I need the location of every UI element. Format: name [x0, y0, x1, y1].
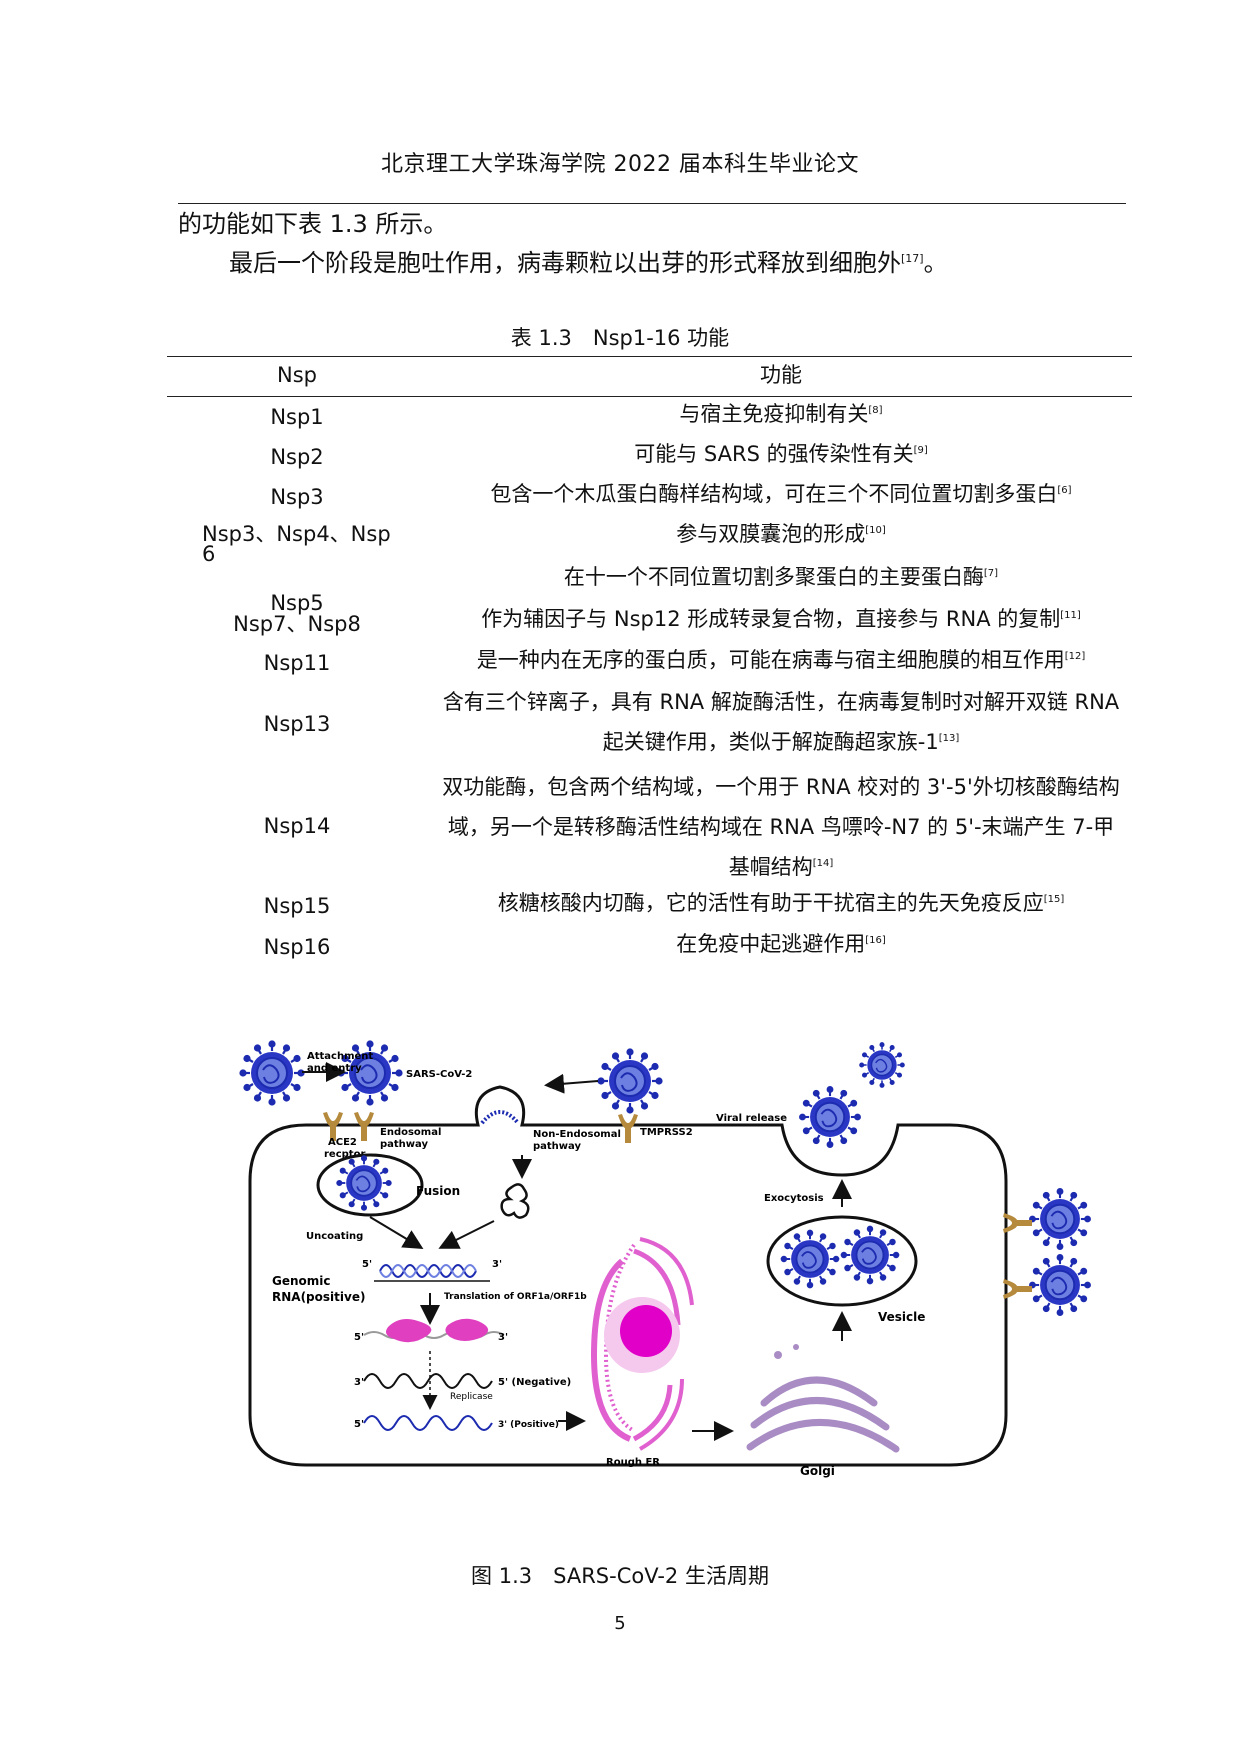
cell-membrane	[248, 1085, 1008, 1467]
label-3-prime: 3'	[498, 1332, 508, 1343]
label-endosomal: Endosomal	[380, 1127, 441, 1138]
table-row-nsp: Nsp7、Nsp8	[233, 612, 361, 636]
polyprotein-icon	[445, 1318, 489, 1341]
label-replicase: Replicase	[450, 1392, 493, 1402]
label-genomic-rna: Genomic	[272, 1274, 331, 1288]
figure-caption: 图 1.3 SARS-CoV-2 生活周期	[471, 1564, 769, 1588]
label-3-prime: 3'	[354, 1377, 364, 1388]
table-row-function: 在免疫中起逃避作用[16]	[676, 932, 886, 956]
virus-particle	[840, 1225, 900, 1285]
page-header: 北京理工大学珠海学院 2022 届本科生毕业论文	[381, 152, 859, 177]
golgi-icon	[746, 1344, 900, 1453]
virus-particle	[780, 1229, 840, 1289]
table-row-nsp: Nsp15	[263, 894, 331, 918]
label-golgi: Golgi	[800, 1464, 835, 1478]
citation: [17]	[901, 252, 924, 265]
tmprss2-receptor-icon	[618, 1114, 638, 1143]
rough-er-icon	[590, 1237, 694, 1451]
label-genomic-rna: RNA(positive)	[272, 1290, 365, 1304]
table-row-function: 作为辅因子与 Nsp12 形成转录复合物，直接参与 RNA 的复制[11]	[481, 607, 1081, 631]
table-row-nsp: Nsp3	[270, 485, 324, 509]
table-header-function: 功能	[760, 363, 802, 387]
label-negative: 5' (Negative)	[498, 1377, 571, 1388]
body-text-line: 的功能如下表 1.3 所示。	[178, 210, 448, 238]
label-uncoating: Uncoating	[306, 1231, 363, 1242]
table-row-nsp: Nsp14	[263, 814, 331, 838]
table-row-function: 是一种内在无序的蛋白质，可能在病毒与宿主细胞膜的相互作用[12]	[476, 648, 1086, 672]
table-header-nsp: Nsp	[277, 363, 317, 387]
label-attachment: and entry	[307, 1063, 362, 1074]
virus-particle	[799, 1086, 861, 1148]
label-3-prime: 3'	[492, 1259, 502, 1270]
label-exocytosis: Exocytosis	[764, 1193, 824, 1204]
table-row-nsp: Nsp13	[263, 712, 331, 736]
header-rule	[178, 203, 1126, 204]
label-viral-release: Viral release	[716, 1113, 787, 1124]
label-attachment: Attachment	[307, 1051, 373, 1062]
body-text-line: 最后一个阶段是胞吐作用，病毒颗粒以出芽的形式释放到细胞外[17]。	[229, 249, 948, 277]
label-translation: Translation of ORF1a/ORF1b	[444, 1292, 587, 1302]
label-ace2: recptor	[324, 1149, 365, 1160]
table-row-function: 参与双膜囊泡的形成[10]	[676, 522, 886, 546]
table-row-function: 可能与 SARS 的强传染性有关[9]	[634, 442, 928, 466]
viral-rna-icon	[500, 1183, 530, 1219]
table-row-function: 包含一个木瓜蛋白酶样结构域，可在三个不同位置切割多蛋白[6]	[490, 482, 1072, 506]
virus-particle	[597, 1048, 663, 1114]
table-row-function: 双功能酶，包含两个结构域，一个用于 RNA 校对的 3'-5'外切核酸酶结构域，…	[442, 775, 1120, 879]
label-endosomal: pathway	[380, 1139, 428, 1150]
virus-particle	[336, 1155, 392, 1211]
table-row-function: 在十一个不同位置切割多聚蛋白的主要蛋白酶[7]	[563, 565, 999, 589]
table-caption: 表 1.3 Nsp1-16 功能	[510, 326, 730, 350]
table-row-nsp: Nsp5	[270, 591, 324, 615]
label-tmprss2: TMPRSS2	[640, 1127, 693, 1138]
virus-particle	[1029, 1254, 1091, 1316]
polyprotein-icon	[386, 1319, 432, 1343]
virus-particle	[239, 1040, 305, 1106]
table-row-nsp: Nsp16	[263, 935, 331, 959]
label-non-endosomal: pathway	[533, 1141, 581, 1152]
table-row-function: 核糖核酸内切酶，它的活性有助于干扰宿主的先天免疫反应[15]	[497, 891, 1065, 915]
virus-particle	[1029, 1188, 1091, 1250]
label-non-endosomal: Non-Endosomal	[533, 1129, 621, 1140]
label-positive: 3' (Positive)	[498, 1420, 559, 1430]
label-5-prime: 5'	[354, 1332, 364, 1343]
table-header-rule	[167, 396, 1132, 397]
table-row-function: 与宿主免疫抑制有关[8]	[679, 402, 883, 426]
table-row-nsp: Nsp11	[263, 651, 331, 675]
label-5-prime: 5'	[362, 1259, 372, 1270]
table-row-nsp: Nsp2	[270, 445, 324, 469]
label-5-prime: 5'	[354, 1419, 364, 1430]
label-rough-er: Rough ER	[606, 1457, 660, 1468]
sars-cov-2-lifecycle-figure: Attachment and entry SARS-CoV-2 ACE2 rec…	[239, 1040, 1091, 1478]
table-top-rule	[167, 356, 1132, 357]
label-sars-cov-2: SARS-CoV-2	[406, 1069, 472, 1080]
page-number: 5	[614, 1613, 626, 1634]
label-ace2: ACE2	[328, 1137, 357, 1148]
table-row-nsp: Nsp1	[270, 405, 324, 429]
virus-particle	[859, 1042, 905, 1088]
label-vesicle: Vesicle	[878, 1310, 925, 1324]
label-fusion: Fusion	[416, 1184, 460, 1198]
